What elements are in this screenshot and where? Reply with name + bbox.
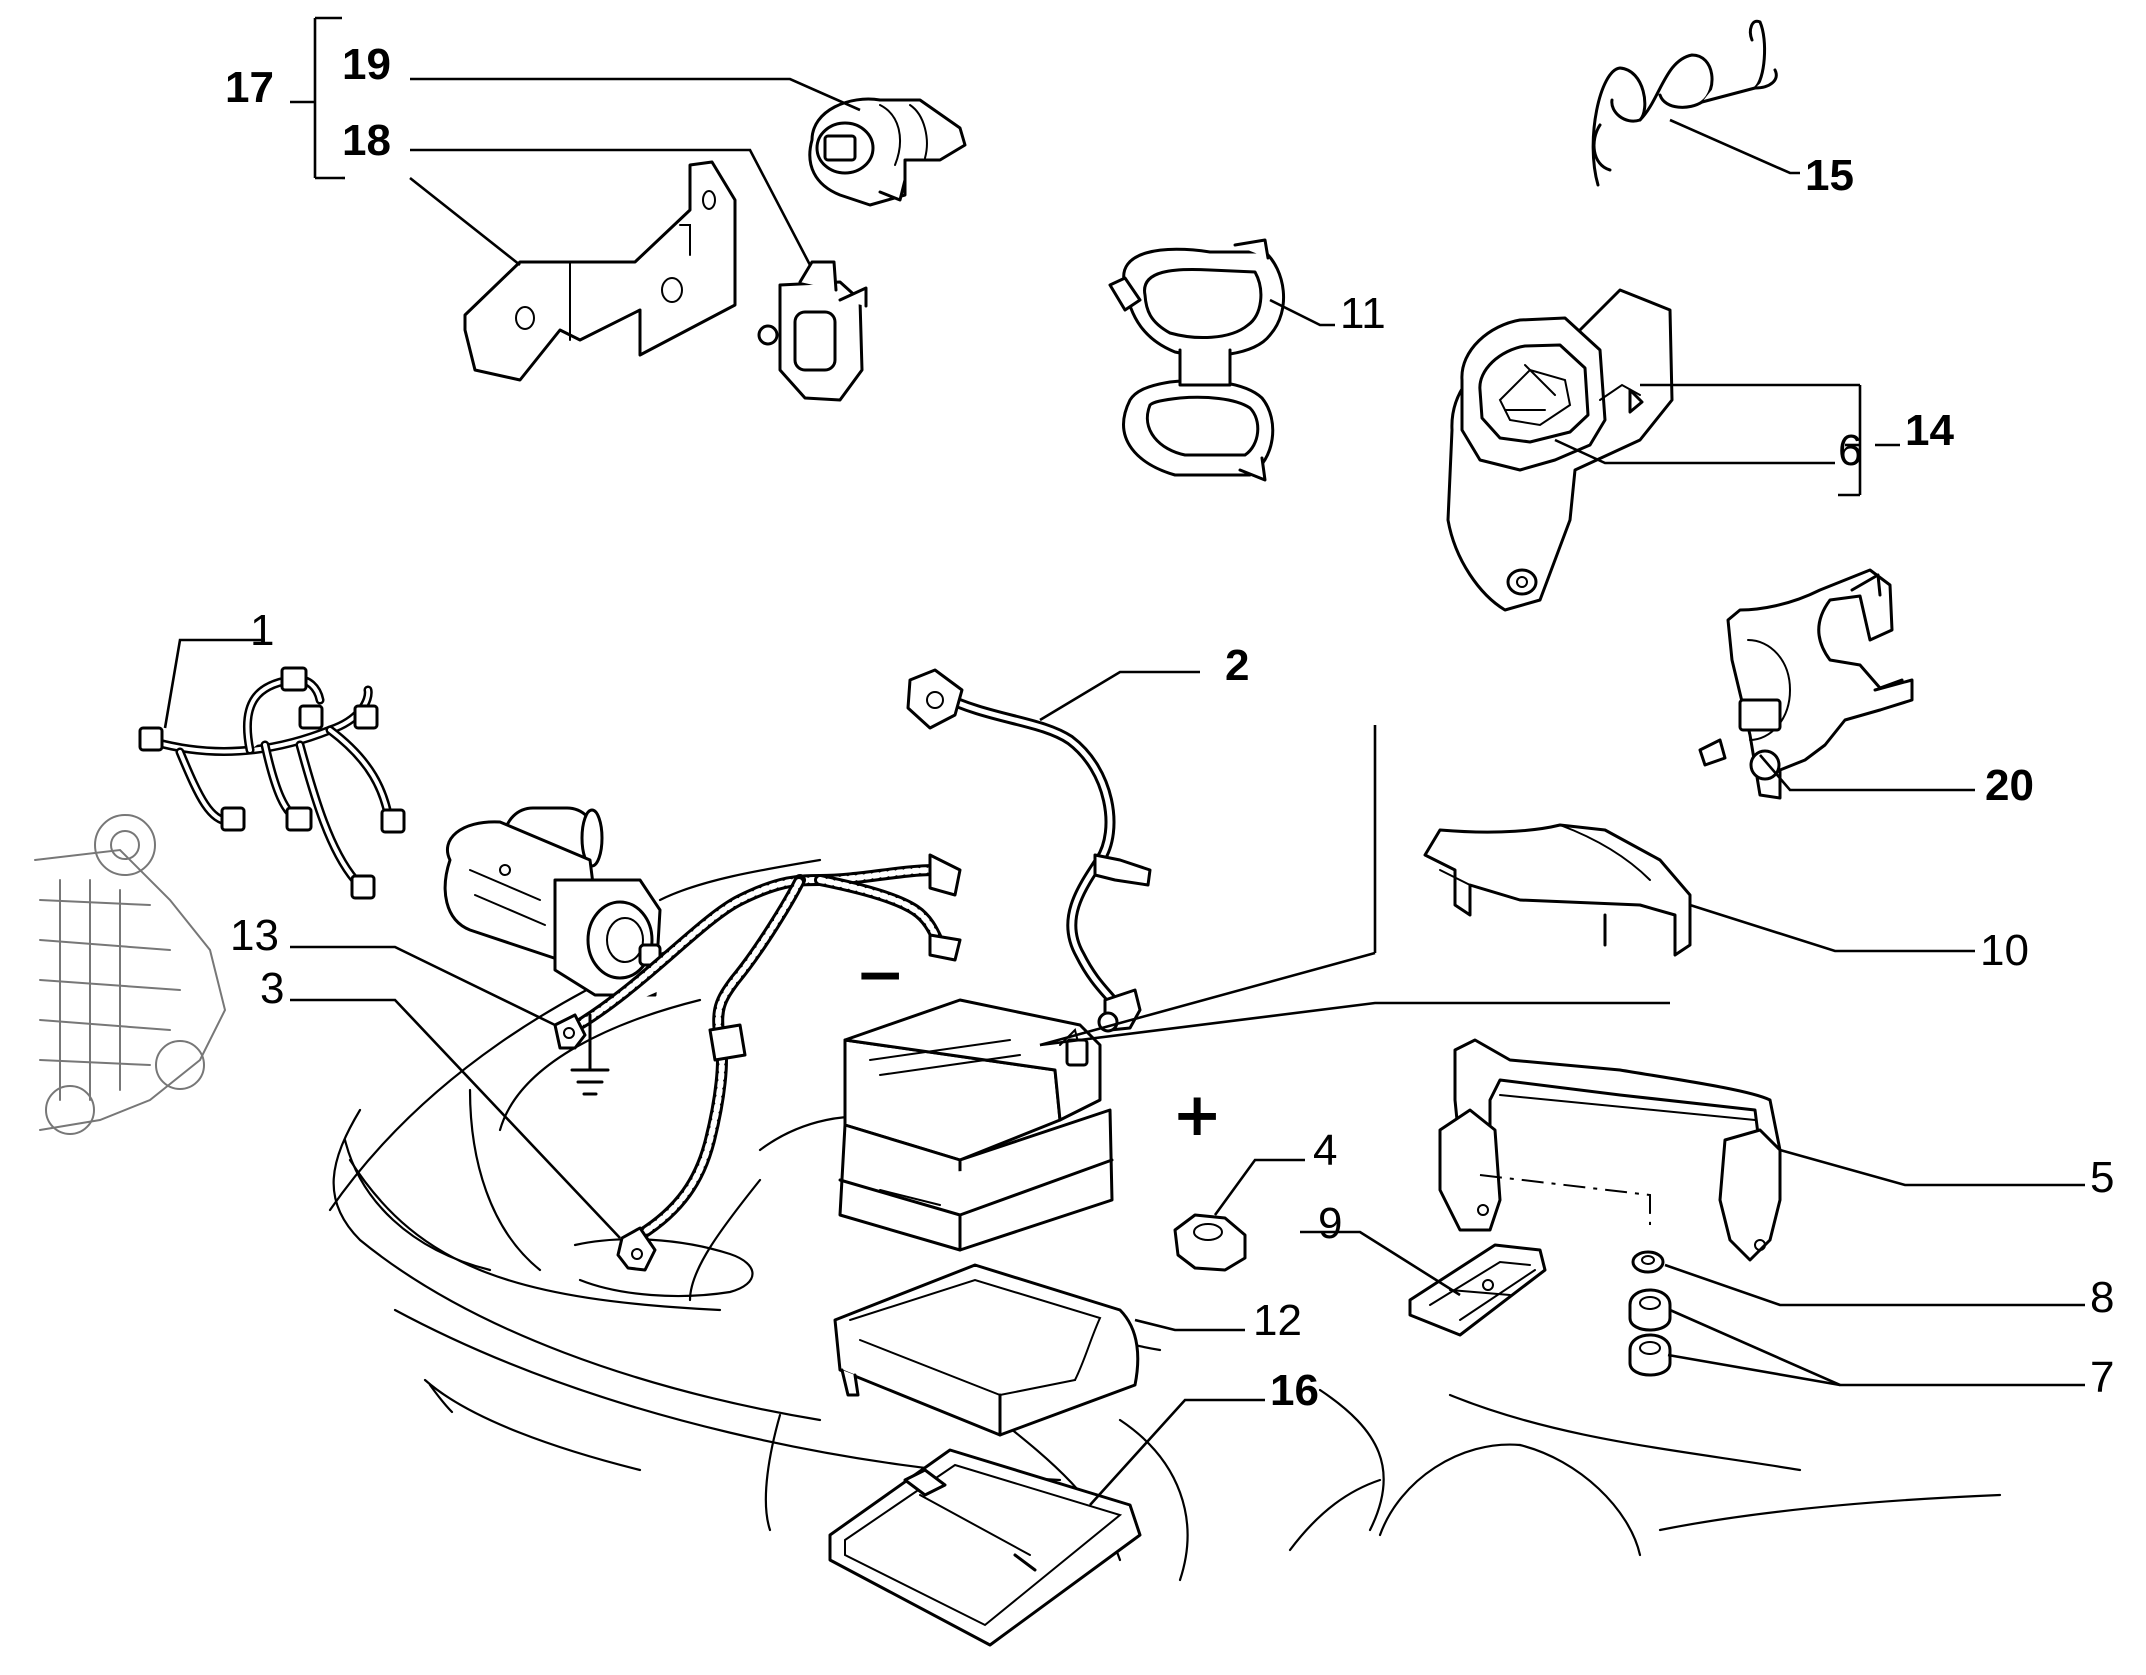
holder-part-20 [1698,568,1914,800]
clip-part-18 [757,260,868,402]
fastener-axis-line [1479,1174,1651,1225]
label-7: 7 [2090,1353,2114,1402]
label-10: 10 [1980,926,2029,975]
minus-symbol: − [855,940,905,1010]
tray-base-part-16 [828,1448,1142,1647]
washer-part-8 [1631,1250,1665,1274]
bracket-part-17 [463,160,737,382]
plus-symbol: + [1172,1080,1222,1150]
label-18: 18 [342,116,391,165]
label-13: 13 [230,911,279,960]
label-3: 3 [260,964,284,1013]
label-6: 6 [1838,426,1862,475]
washer-part-7-lower [1628,1333,1672,1377]
wiring-harness-part-1 [138,666,406,900]
label-19: 19 [342,40,391,89]
negative-cable-part-3 [553,853,962,1272]
clip-part-19 [808,97,967,207]
cover-part-10 [1423,823,1692,957]
hold-down-bracket-part-5 [1438,1038,1782,1262]
label-8: 8 [2090,1273,2114,1322]
label-12: 12 [1253,1296,1302,1345]
leader-lines [163,16,2085,1506]
label-16: 16 [1270,1366,1319,1415]
label-4: 4 [1313,1126,1337,1175]
wire-clip-part-15 [1591,19,1778,187]
label-20: 20 [1985,761,2034,810]
label-5: 5 [2090,1153,2114,1202]
label-1: 1 [250,606,274,655]
relay-box-part-6 [1460,316,1644,472]
label-2: 2 [1225,641,1249,690]
label-11: 11 [1340,289,1386,338]
label-15: 15 [1805,151,1854,200]
double-clip-part-11 [1108,238,1286,482]
positive-cable-part-2 [906,668,1152,1033]
label-9: 9 [1318,1199,1342,1248]
car-body-outline [328,858,2002,1582]
nut-part-4 [1173,1213,1247,1272]
battery [838,998,1114,1252]
starter-motor [443,806,662,997]
battery-tray-part-12 [833,1263,1140,1437]
washer-part-7-upper [1628,1288,1672,1332]
label-14: 14 [1905,406,1954,455]
alternator-background [34,814,227,1135]
label-17: 17 [225,63,274,112]
clamp-block-part-9 [1408,1243,1547,1337]
